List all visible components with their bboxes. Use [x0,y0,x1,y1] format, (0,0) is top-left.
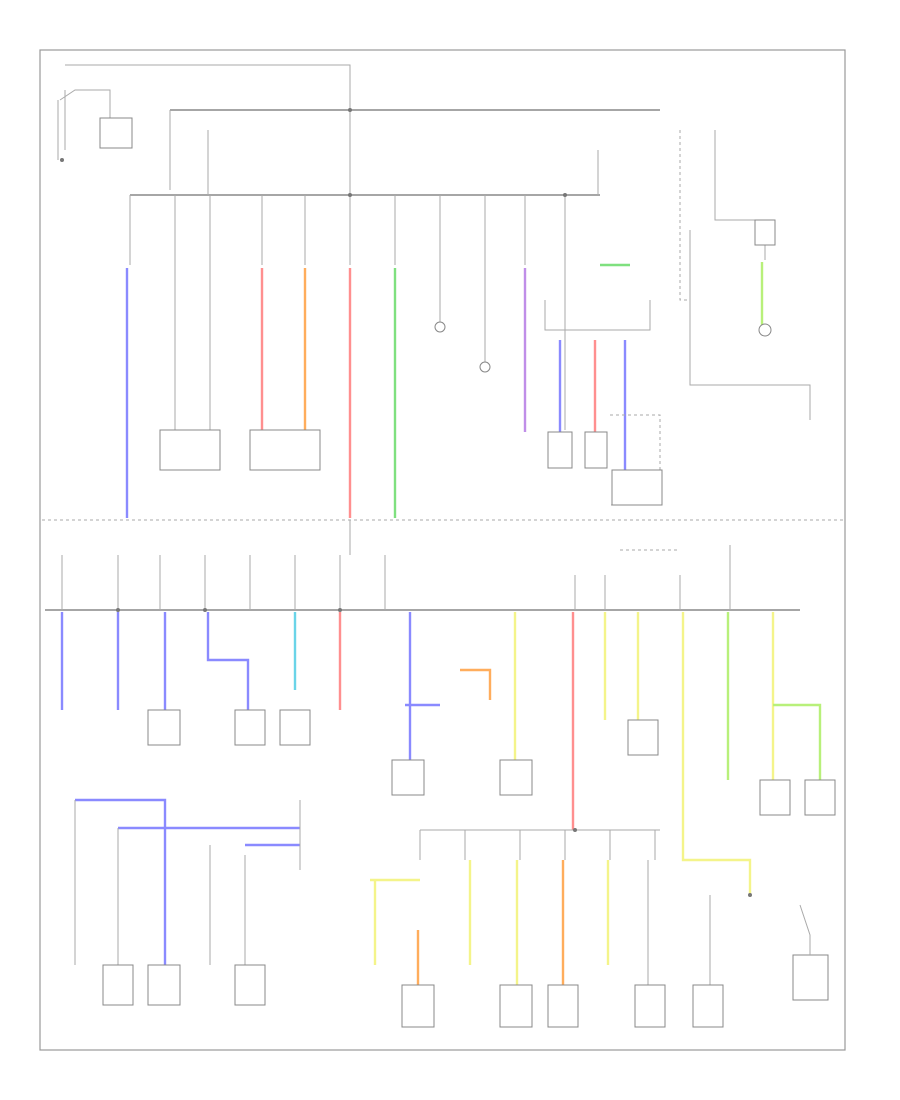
component-bottom-5 [499,984,533,1028]
component-bottom-1 [102,964,134,1006]
component-lower-6 [627,719,659,756]
component-bottom-8 [692,984,724,1028]
component-lower-1 [147,709,181,746]
component-lower-3 [279,709,311,746]
component-bottom-7 [634,984,666,1028]
connector-upper-3 [758,323,772,337]
component-upper-1 [159,429,221,471]
component-lower-5 [499,759,533,796]
component-lower-7 [759,779,791,816]
relay-box-upper [611,469,663,506]
lower-colored-wires [60,612,822,895]
upper-components [159,300,772,506]
component-upper-3 [547,431,573,469]
bottom-center-wiring [370,829,711,985]
junction-nodes [116,108,752,897]
diagram-frame [39,49,846,1051]
component-bottom-6 [547,984,579,1028]
component-lower-4 [391,759,425,796]
battery-component [99,117,133,149]
component-bottom-4 [401,984,435,1028]
connector-upper-2 [479,361,491,373]
lower-branches [61,545,731,610]
battery-section [57,64,351,162]
relay-top-right [754,219,776,246]
lower-components-row1 [147,709,836,816]
component-upper-4 [584,431,608,469]
upper-colored-wires [125,262,764,518]
component-upper-2 [249,429,321,471]
component-lower-8 [804,779,836,816]
component-bottom-3 [234,964,266,1006]
component-lower-2 [234,709,266,746]
component-bottom-2 [147,964,181,1006]
upper-branches [129,195,566,430]
bottom-left-wiring [74,798,301,965]
bottom-components [102,904,829,1028]
component-bottom-9 [792,954,829,1001]
connector-upper-1 [434,321,446,333]
